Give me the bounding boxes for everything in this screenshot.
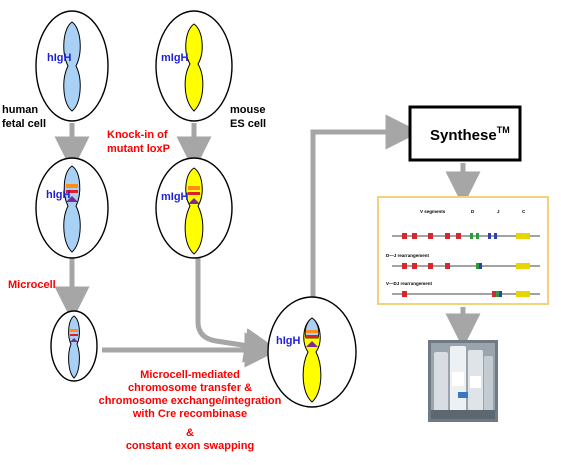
- loxP-site: [70, 338, 78, 342]
- d-segment: [470, 233, 473, 239]
- loxP-band: [66, 190, 78, 193]
- panel-frame: [377, 196, 549, 305]
- j-segment: [488, 233, 491, 239]
- loxP-band: [188, 186, 200, 190]
- mouse-chromosome: [184, 167, 204, 255]
- loxP-band: [70, 329, 78, 332]
- photo-label: [452, 372, 464, 386]
- vdj-segment: [496, 291, 499, 297]
- dj-segment: [479, 263, 482, 269]
- cell-mouse-es: mIgH: [155, 10, 233, 122]
- photo-highlight: [458, 392, 468, 398]
- loxP-band: [70, 334, 78, 336]
- label-es-cell: ES cell: [230, 118, 266, 130]
- caption-line-5: constant exon swapping: [126, 440, 254, 452]
- d-segment: [476, 233, 479, 239]
- panel-header-j: J: [497, 209, 500, 214]
- loxP-band: [306, 330, 318, 333]
- label-mIgH-top: mIgH: [161, 52, 189, 64]
- rearrangement-panel: V segments D J C D—J rearrangement V—DJ …: [377, 196, 549, 305]
- photo-vial: [484, 356, 493, 414]
- label-hIgH-mid: hIgH: [46, 189, 70, 201]
- v-segment: [412, 233, 417, 239]
- label-knockin-1: Knock-in of: [107, 129, 168, 141]
- human-chromosome: [68, 315, 80, 379]
- v-segment: [428, 263, 433, 269]
- label-human: human: [2, 104, 38, 116]
- v-segment: [428, 233, 433, 239]
- v-segment: [456, 233, 461, 239]
- loxP-site: [66, 196, 78, 202]
- v-segment: [412, 263, 417, 269]
- panel-header-v: V segments: [420, 209, 446, 214]
- caption-line-3: chromosome exchange/integration: [99, 395, 282, 407]
- j-segment: [494, 233, 497, 239]
- cell-human-loxp: hIgH: [35, 157, 109, 259]
- synthese-box: SyntheseTM: [408, 105, 522, 162]
- caption-line-4: with Cre recombinase: [132, 408, 247, 420]
- caption-line-1: Microcell-mediated: [140, 369, 240, 381]
- label-knockin-2: mutant loxP: [107, 143, 170, 155]
- synthese-label: SyntheseTM: [430, 125, 510, 144]
- vdj-segment: [492, 291, 496, 297]
- c-segment: [516, 233, 530, 239]
- mouse-chromosome: [302, 317, 322, 403]
- arrow-mouse-to-fusion: [195, 258, 280, 363]
- mouse-chromosome: [184, 23, 204, 112]
- product-photo: [428, 340, 498, 422]
- dj-segment: [476, 263, 479, 269]
- microcell: [50, 310, 98, 382]
- panel-row1-label: D—J rearrangement: [386, 253, 430, 258]
- photo-vial: [434, 352, 448, 412]
- loxP-site: [306, 341, 318, 347]
- label-fetal-cell: fetal cell: [2, 118, 46, 130]
- trademark-mark: TM: [497, 125, 510, 135]
- photo-label: [470, 376, 481, 388]
- loxP-band: [66, 184, 78, 188]
- label-mIgH-mid: mIgH: [161, 191, 189, 203]
- panel-header-d: D: [471, 209, 475, 214]
- arrow-fusion-to-synthese: [310, 114, 421, 298]
- human-chromosome: [63, 21, 81, 112]
- v-segment: [402, 291, 407, 297]
- panel-row2-label: V—DJ rearrangement: [386, 281, 433, 286]
- label-mouse: mouse: [230, 104, 265, 116]
- label-hIgH-final: hIgH: [276, 335, 300, 347]
- label-microcell: Microcell: [8, 279, 56, 291]
- human-chromosome: [63, 165, 81, 253]
- cell-fused: hIgH: [267, 296, 357, 408]
- cell-mouse-loxp: mIgH: [155, 157, 233, 259]
- synthese-frame: [408, 105, 522, 162]
- v-segment: [445, 233, 450, 239]
- caption-ampersand: &: [186, 427, 194, 439]
- v-segment: [445, 263, 450, 269]
- loxP-band: [306, 335, 318, 338]
- v-segment: [402, 263, 407, 269]
- v-segment: [402, 233, 407, 239]
- loxP-site: [188, 198, 200, 204]
- arrows: [54, 114, 481, 368]
- label-hIgH-top: hIgH: [47, 52, 71, 64]
- panel-header-c: C: [522, 209, 526, 214]
- c-segment: [516, 263, 530, 269]
- cell-human-fetal: hIgH: [35, 10, 109, 122]
- photo-shadow: [431, 410, 495, 419]
- loxP-band: [188, 192, 200, 195]
- c-segment: [516, 291, 530, 297]
- transfer-caption: Microcell-mediated chromosome transfer &…: [99, 369, 282, 452]
- caption-line-2: chromosome transfer &: [128, 382, 252, 394]
- vdj-segment: [499, 291, 502, 297]
